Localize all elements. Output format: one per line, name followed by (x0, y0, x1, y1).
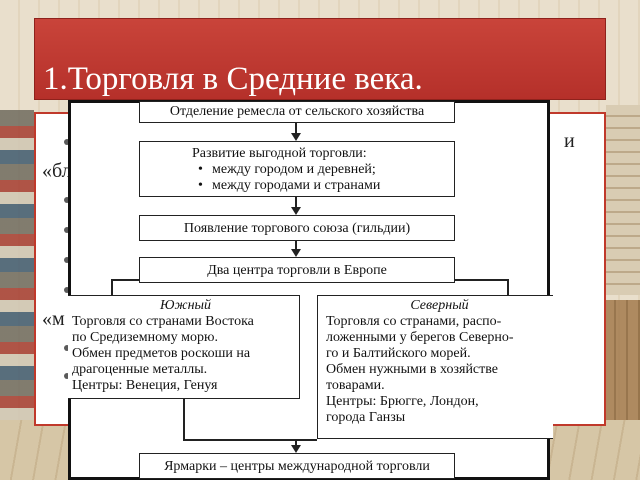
bullet-fragment: и (564, 130, 575, 152)
south-line: Торговля со странами Востока (72, 314, 254, 329)
arrow-down-icon (291, 445, 301, 453)
connector-line (507, 279, 509, 295)
connector-line (295, 241, 297, 251)
diagram-box-guild: Появление торгового союза (гильдии) (139, 215, 455, 241)
bullet-icon (64, 373, 70, 380)
bullet-icon (64, 197, 70, 204)
south-line: драгоценные металлы. (72, 362, 208, 377)
diagram-box-south: Южный Торговля со странами Востока по Ср… (68, 295, 300, 399)
bullet-icon (64, 139, 70, 146)
connector-line (183, 439, 317, 441)
connector-line (111, 279, 113, 295)
connector-line (183, 399, 185, 439)
background-shelf (0, 110, 34, 480)
list-item: между городами и странами (192, 178, 454, 194)
slide-title: 1.Торговля в Средние века. (43, 61, 423, 97)
connector-line (455, 279, 507, 281)
south-line: по Средиземному морю. (72, 330, 218, 345)
south-title: Южный (160, 298, 211, 313)
background-wall (606, 105, 640, 295)
list-item: между городом и деревней; (192, 162, 454, 178)
north-title: Северный (410, 298, 469, 313)
arrow-down-icon (291, 133, 301, 141)
arrow-down-icon (291, 207, 301, 215)
bullet-icon (64, 227, 70, 234)
north-line: Центры: Брюгге, Лондон, (326, 394, 479, 409)
box-heading: Развитие выгодной торговли: (192, 146, 367, 161)
connector-line (295, 439, 297, 449)
diagram-box-craft-separation: Отделение ремесла от сельского хозяйства (139, 101, 455, 123)
bullet-icon (64, 257, 70, 264)
slide-title-bar: 1.Торговля в Средние века. (34, 18, 606, 100)
diagram-box-fairs: Ярмарки – центры международной торговли (139, 453, 455, 479)
north-line: товарами. (326, 378, 385, 393)
south-line: Центры: Венеция, Генуя (72, 378, 218, 393)
south-line: Обмен предметов роскоши на (72, 346, 251, 361)
connector-line (111, 279, 139, 281)
north-line: города Ганзы (326, 410, 406, 425)
diagram-box-trade-development: Развитие выгодной торговли: между городо… (139, 141, 455, 197)
trade-diagram: Отделение ремесла от сельского хозяйства… (68, 100, 553, 480)
bullet-icon (64, 287, 70, 294)
diagram-box-two-centers: Два центра торговли в Европе (139, 257, 455, 283)
bullet-icon (64, 345, 70, 352)
connector-line (295, 197, 297, 211)
north-line: го и Балтийского морей. (326, 346, 471, 361)
north-line: Обмен нужными в хозяйстве (326, 362, 499, 377)
north-line: Торговля со странами, распо- (326, 314, 502, 329)
bullet-continuation: «м (42, 308, 65, 330)
north-line: ложенными у берегов Северно- (326, 330, 514, 345)
arrow-down-icon (291, 249, 301, 257)
diagram-box-north: Северный Торговля со странами, распо- ло… (317, 295, 553, 439)
connector-line (295, 123, 297, 137)
bullet-continuation: «бл (42, 160, 72, 182)
